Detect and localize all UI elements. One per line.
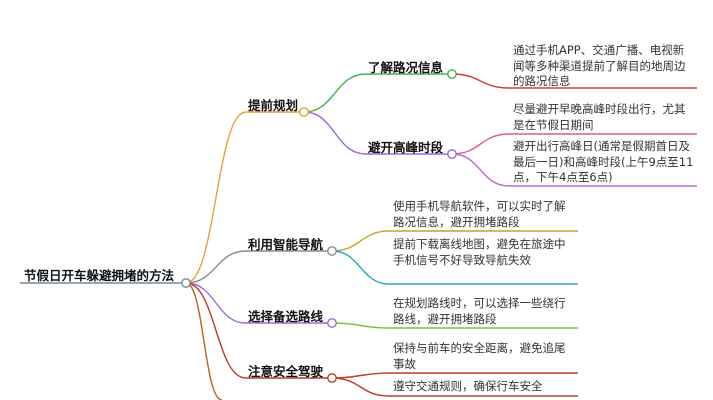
link-peak-note2 (451, 153, 510, 187)
root-topic: 节假日开车躲避拥堵的方法 (24, 268, 175, 283)
connector-lines (20, 73, 697, 400)
branch-safe-driving: 注意安全驾驶 (248, 364, 324, 379)
leaf-note-offline-map: 提前下载离线地图，避免在旅途中手机信号不好导致导航失效 (393, 237, 566, 267)
link-planning-roadinfo (303, 73, 367, 113)
branch-advance-planning: 提前规划 (248, 98, 299, 113)
leaf-note-avoid-peak-days: 避开出行高峰日(通常是假期首日及最后一日)和高峰时段(上午9点至11点，下午4点… (513, 139, 694, 184)
link-root-offscreen (185, 282, 223, 400)
leaf-note-road-info: 通过手机APP、交通广播、电视新闻等多种渠道提前了解目的地周边的路况信息 (513, 43, 686, 88)
link-safety-note1 (331, 372, 390, 379)
node-safety (327, 373, 337, 383)
link-nav-note1 (331, 230, 390, 252)
leaf-note-detour: 在规划路线时，可以选择一些绕行路线，避开拥堵路段 (393, 296, 566, 326)
node-navigation (327, 246, 337, 256)
link-safety-note2 (331, 377, 390, 397)
link-roadinfo-note (451, 73, 510, 89)
branch-alternate-route: 选择备选路线 (248, 309, 324, 324)
link-nav-note2 (331, 250, 390, 285)
link-root-planning (185, 111, 247, 284)
subtopic-avoid-peak: 避开高峰时段 (368, 140, 444, 155)
branch-smart-navigation: 利用智能导航 (248, 237, 324, 252)
leaf-note-traffic-rules: 遵守交通规则，确保行车安全 (393, 379, 543, 393)
link-planning-peak (303, 111, 367, 155)
link-root-navigation (185, 250, 247, 284)
node-roadinfo (447, 69, 457, 79)
node-planning (299, 107, 309, 117)
leaf-note-nav-app: 使用手机导航软件，可以实时了解路况信息，避开拥堵路段 (393, 199, 566, 229)
link-root-safety (185, 282, 247, 379)
subtopic-road-info: 了解路况信息 (368, 60, 444, 75)
leaf-note-safe-distance: 保持与前车的安全距离，避免追尾事故 (393, 341, 566, 371)
link-root-alternate (185, 282, 247, 324)
leaf-note-avoid-rush: 尽量避开早晚高峰时段出行，尤其是在节假日期间 (513, 102, 686, 132)
node-alternate (327, 318, 337, 328)
link-peak-note1 (451, 133, 510, 155)
node-peak (447, 149, 457, 159)
node-root (181, 278, 191, 288)
link-alternate-note (331, 322, 390, 329)
connector-nodes (181, 69, 457, 383)
